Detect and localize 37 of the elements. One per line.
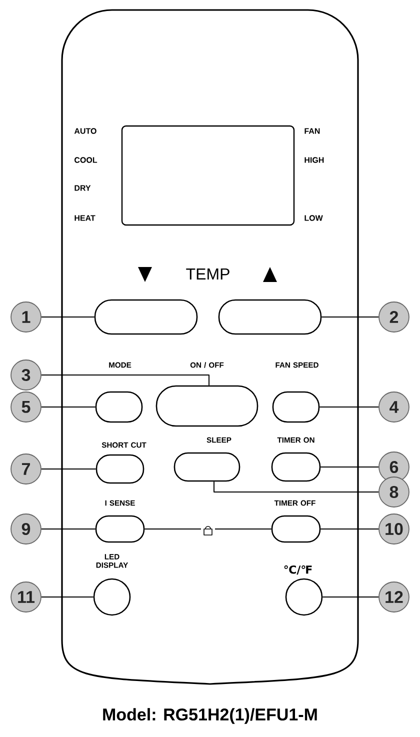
callout-number: 4 <box>378 392 410 422</box>
leader-line <box>214 481 380 492</box>
connector-line <box>144 528 272 530</box>
callout-number: 5 <box>10 392 42 422</box>
callout-number: 8 <box>378 476 410 508</box>
leader-line <box>319 406 380 408</box>
callout-number: 11 <box>10 582 42 612</box>
callout-number: 2 <box>378 302 410 332</box>
mode-label: LOW <box>304 215 323 221</box>
callout-number: 7 <box>10 454 42 484</box>
mode-label: COOL <box>74 157 98 163</box>
mode-label: FAN <box>304 128 320 134</box>
round-button: ℃/℉ <box>284 565 323 616</box>
callout-number: 1 <box>10 302 42 332</box>
leader-line <box>40 374 210 386</box>
leader-line <box>320 528 380 530</box>
node-label: ℃/℉ <box>284 565 312 575</box>
leader-line <box>40 596 94 598</box>
leader-line <box>40 528 96 530</box>
leader-line <box>321 316 380 318</box>
leader-line <box>320 466 380 468</box>
mode-label: AUTO <box>74 128 96 134</box>
callout-number: 9 <box>10 514 42 544</box>
mode-label: HIGH <box>304 157 324 163</box>
callout-number: 12 <box>378 582 410 612</box>
pill-button <box>94 299 198 335</box>
leader-line <box>322 596 380 598</box>
leader-line <box>40 468 96 470</box>
caption: Model: RG51H2(1)/EFU1-M <box>103 708 317 724</box>
callout-number: 3 <box>10 360 42 390</box>
pill-button <box>218 299 322 335</box>
mode-label: DRY <box>74 185 91 191</box>
temp-label: TEMP <box>186 268 230 280</box>
leader-line <box>40 316 95 318</box>
leader-line <box>40 406 96 408</box>
mode-label: HEAT <box>74 215 96 221</box>
callout-number: 10 <box>378 514 410 544</box>
